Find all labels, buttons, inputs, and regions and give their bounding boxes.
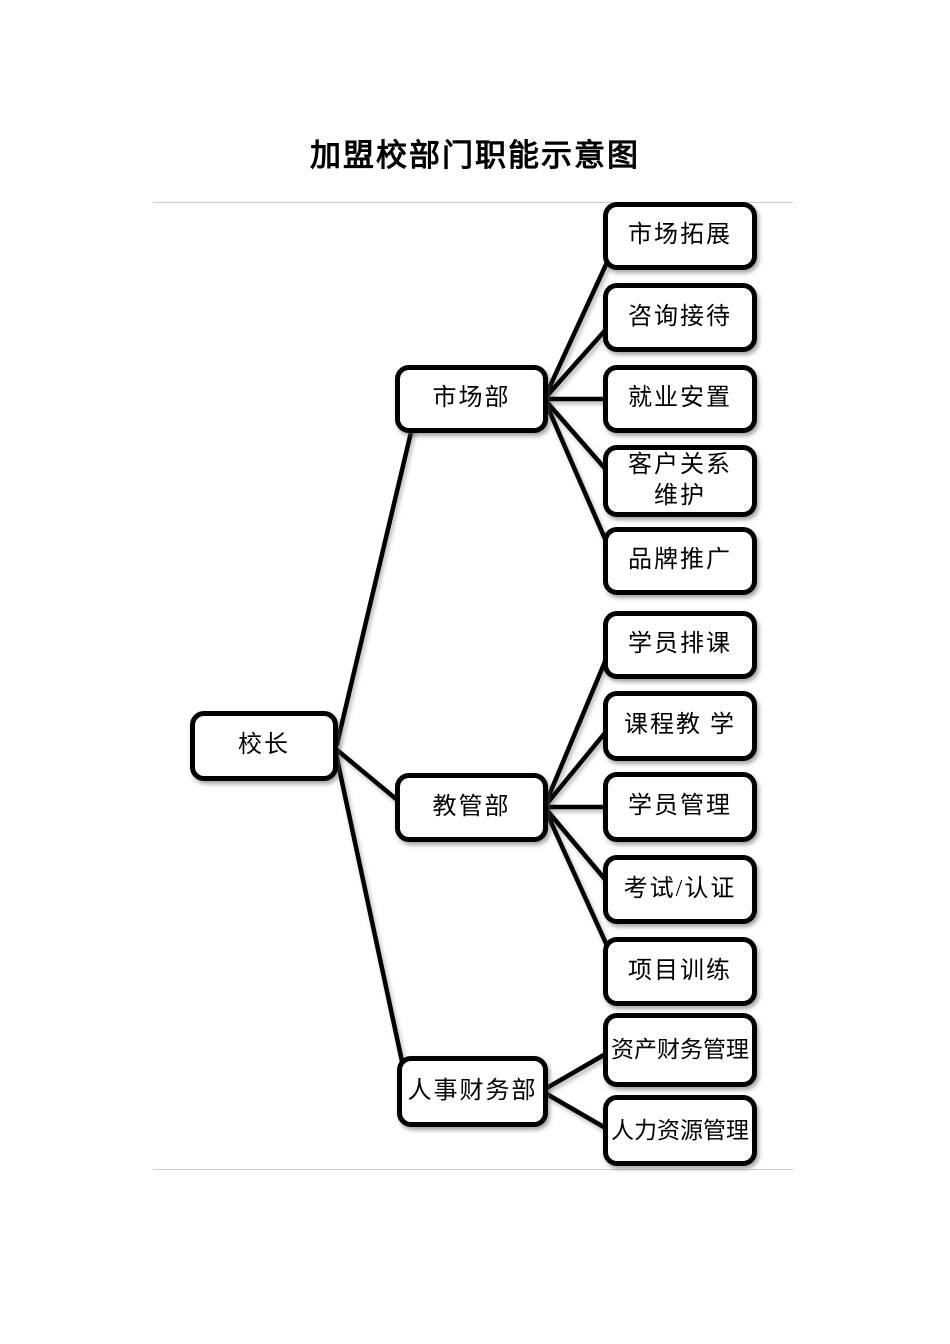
node-hr-finance-dept: 人事财务部 — [397, 1056, 548, 1127]
node-label: 学员管理 — [628, 793, 732, 820]
node-label: 考试/认证 — [623, 875, 737, 902]
node-label: 维护 — [654, 483, 706, 509]
node-label: 学员排课 — [628, 631, 732, 658]
node-label: 咨询接待 — [628, 303, 732, 330]
node-asset-finance-mgmt: 资产财务管理 — [603, 1013, 757, 1087]
node-consult-reception: 咨询接待 — [603, 283, 757, 352]
node-label: 品牌推广 — [628, 547, 732, 574]
node-label: 项目训练 — [628, 957, 732, 984]
node-label: 市场部 — [432, 385, 511, 412]
node-project-training: 项目训练 — [603, 937, 757, 1006]
node-student-scheduling: 学员排课 — [603, 611, 757, 679]
page-title: 加盟校部门职能示意图 — [310, 138, 640, 173]
node-human-resources-mgmt: 人力资源管理 — [603, 1095, 757, 1166]
node-label: 校长 — [238, 732, 290, 759]
node-label: 资产财务管理 — [611, 1037, 749, 1063]
node-exam-certification: 考试/认证 — [603, 855, 757, 924]
node-brand-promotion: 品牌推广 — [603, 527, 757, 595]
node-label: 客户关系 — [628, 451, 732, 478]
node-course-teaching: 课程教 学 — [603, 691, 757, 761]
node-label: 人力资源管理 — [611, 1117, 749, 1143]
node-label: 课程教 学 — [624, 712, 736, 739]
node-job-placement: 就业安置 — [603, 365, 757, 433]
node-principal: 校长 — [190, 711, 338, 781]
node-label: 教管部 — [432, 793, 511, 820]
node-teaching-dept: 教管部 — [395, 773, 548, 842]
content-divider-bottom — [153, 1169, 793, 1170]
node-label: 人事财务部 — [407, 1077, 538, 1104]
node-customer-relations: 客户关系 维护 — [603, 445, 757, 517]
node-student-management: 学员管理 — [603, 772, 757, 842]
node-market-expansion: 市场拓展 — [603, 202, 757, 270]
node-label: 市场拓展 — [628, 222, 732, 249]
content-divider-top — [153, 202, 793, 203]
node-marketing-dept: 市场部 — [395, 365, 548, 433]
node-label: 就业安置 — [628, 385, 732, 412]
